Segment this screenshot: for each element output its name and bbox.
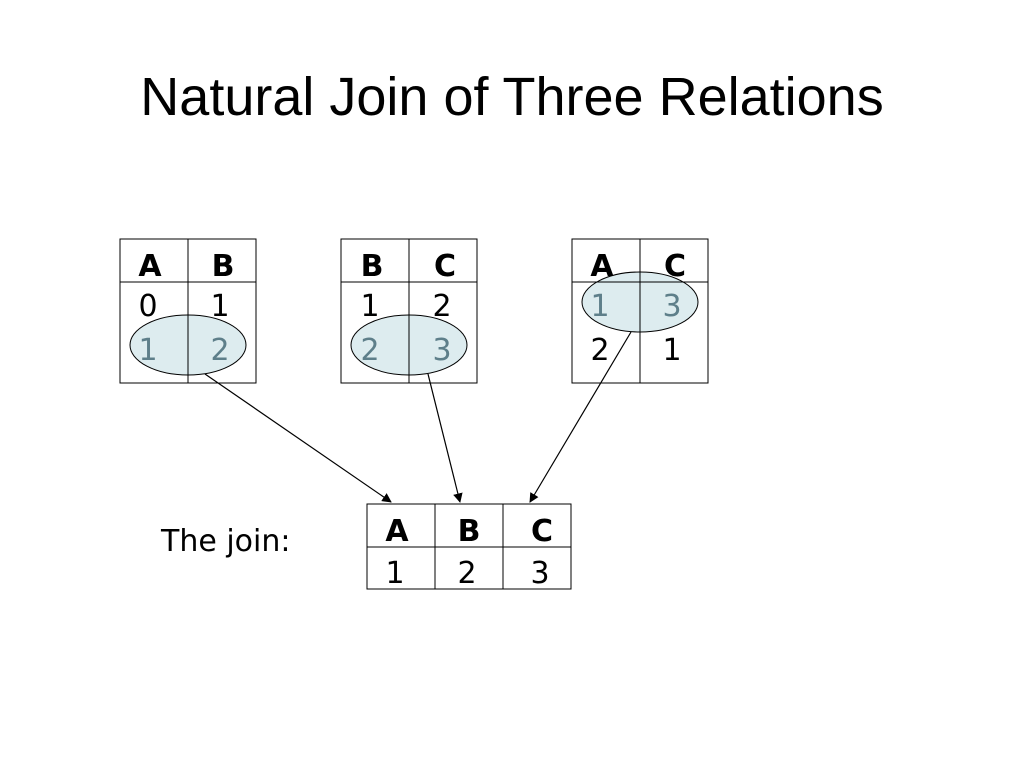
result-header-c: C — [531, 514, 553, 549]
slide-title: Natural Join of Three Relations — [140, 67, 884, 127]
result-cell: 3 — [530, 556, 549, 591]
relation-ac-cell: 3 — [662, 289, 681, 324]
relation-bc-table: B C 1 2 2 3 — [340, 238, 478, 384]
relation-ab-header-b: B — [212, 249, 235, 284]
relation-ab-header-a: A — [138, 249, 162, 284]
result-cell: 2 — [457, 556, 476, 591]
relation-ab-cell: 1 — [210, 289, 229, 324]
relation-ac-cell: 1 — [590, 289, 609, 324]
relation-bc-cell: 2 — [360, 333, 379, 368]
relation-bc-cell: 2 — [432, 289, 451, 324]
arrow-ac-to-result — [529, 331, 632, 503]
result-cell: 1 — [385, 556, 404, 591]
relation-bc-cell: 1 — [360, 289, 379, 324]
result-table: A B C 1 2 3 — [366, 503, 572, 591]
relation-bc-cell: 3 — [432, 333, 451, 368]
arrow-ab-to-result — [204, 373, 392, 503]
relation-ab-cell: 2 — [210, 333, 229, 368]
result-header-b: B — [458, 514, 481, 549]
relation-ab-cell: 0 — [138, 289, 157, 324]
relation-ac-table: A C 1 3 2 1 — [571, 238, 709, 384]
join-label: The join: — [161, 524, 291, 559]
relation-bc-header-b: B — [361, 249, 384, 284]
relation-ac-cell: 1 — [662, 333, 681, 368]
relation-ac-header-c: C — [664, 249, 686, 284]
relation-ac-header-a: A — [590, 249, 614, 284]
result-header-a: A — [385, 514, 409, 549]
arrow-bc-to-result — [427, 373, 463, 503]
relation-ab-cell: 1 — [138, 333, 157, 368]
relation-ab-table: A B 0 1 1 2 — [119, 238, 257, 384]
relation-ac-cell: 2 — [590, 333, 609, 368]
relation-bc-header-c: C — [434, 249, 456, 284]
